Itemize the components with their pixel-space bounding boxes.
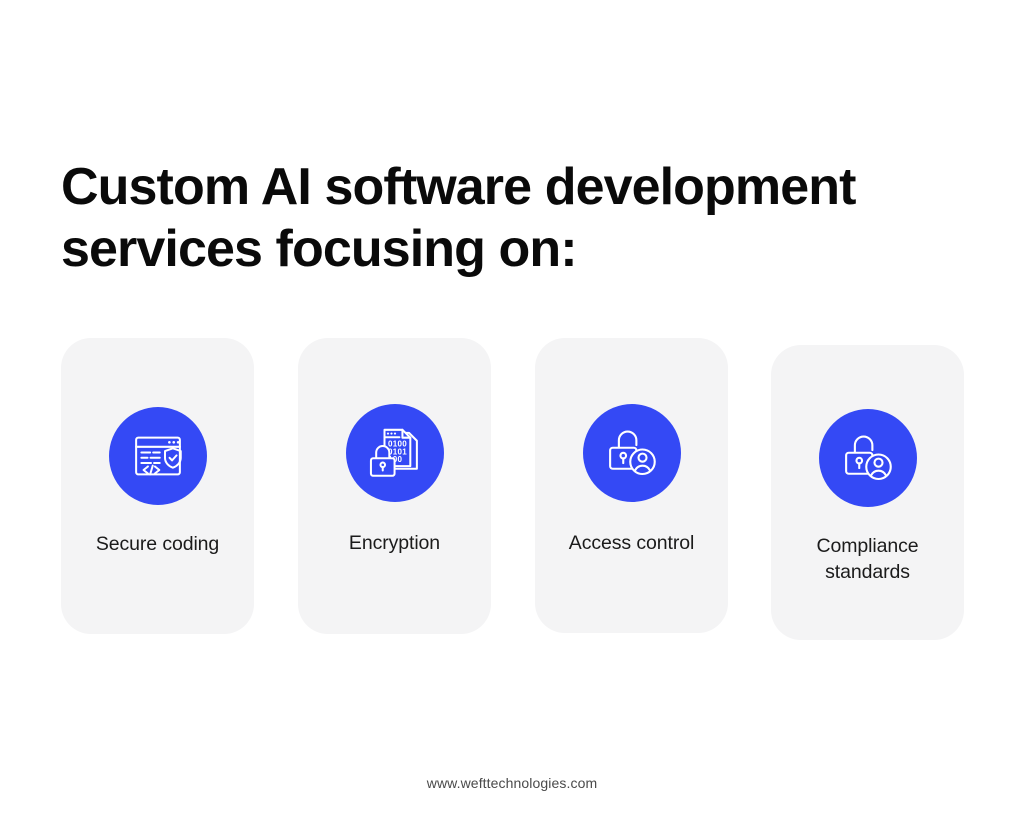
- footer-website-url[interactable]: www.wefttechnologies.com: [426, 775, 598, 791]
- svg-text:0100: 0100: [388, 439, 407, 448]
- secure-code-browser-shield-icon: [130, 428, 186, 484]
- unlocked-padlock-user-icon: [840, 430, 896, 486]
- encrypted-document-lock-icon: 0100 0101 100: [367, 425, 423, 481]
- svg-text:0101: 0101: [388, 447, 407, 456]
- feature-card-label: Access control: [568, 532, 695, 554]
- feature-card-secure-coding[interactable]: Secure coding: [61, 338, 254, 634]
- feature-card-label: Compliance standards: [816, 535, 919, 583]
- feature-card-label: Secure coding: [95, 533, 220, 555]
- feature-card-encryption[interactable]: 0100 0101 100 Encryption: [298, 338, 491, 634]
- page-title: Custom AI software development services …: [61, 157, 856, 278]
- unlocked-padlock-user-icon: [604, 425, 660, 481]
- icon-badge: [818, 409, 917, 507]
- icon-badge: 0100 0101 100: [345, 404, 444, 502]
- icon-badge: [108, 407, 207, 505]
- icon-badge: [582, 404, 681, 502]
- feature-card-label: Encryption: [348, 532, 441, 554]
- feature-card-access-control[interactable]: Access control: [535, 338, 728, 633]
- feature-card-compliance-standards[interactable]: Compliance standards: [771, 345, 964, 640]
